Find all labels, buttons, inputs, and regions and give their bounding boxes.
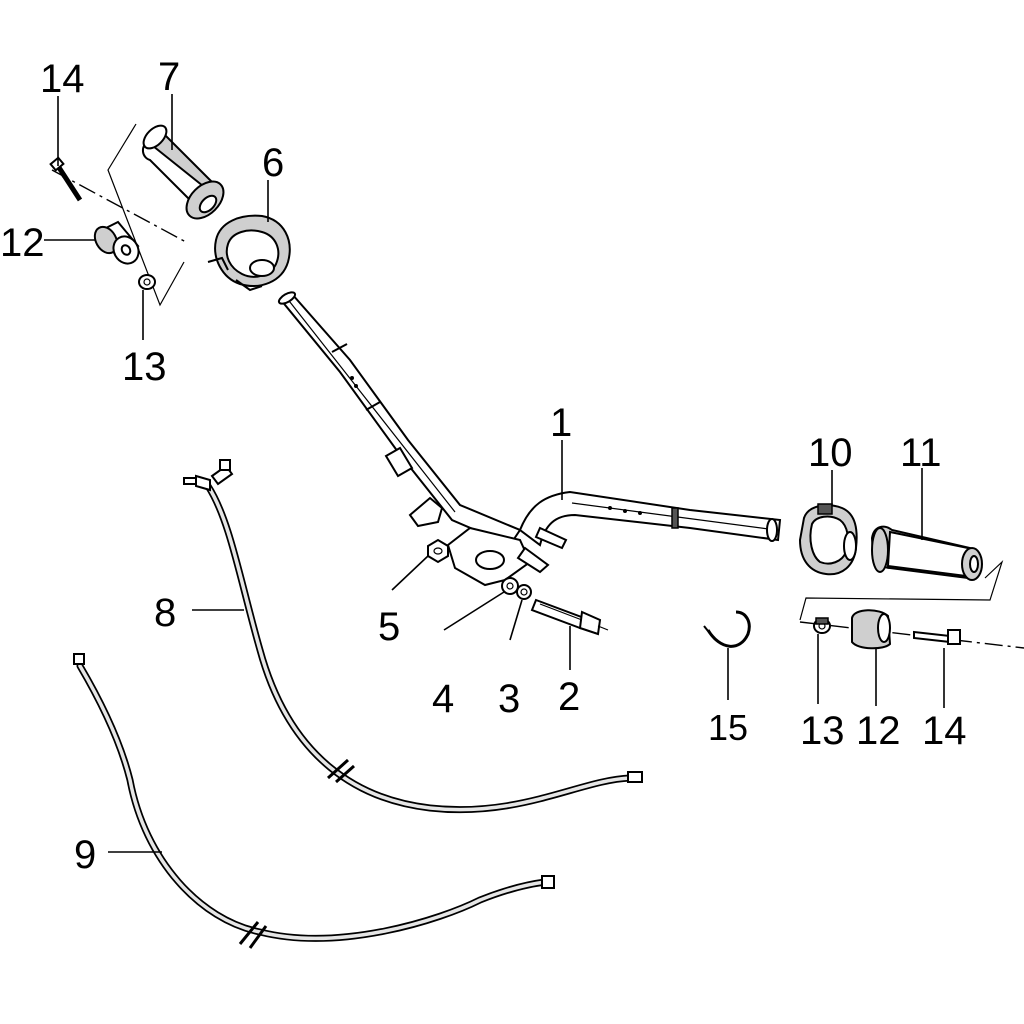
callout-15: 15	[708, 707, 748, 748]
main-bolt	[530, 598, 609, 636]
callout-13-left: 13	[122, 345, 167, 389]
leader-lines	[44, 94, 945, 853]
cable-clip	[706, 610, 751, 648]
right-bolt	[913, 629, 961, 645]
right-grip	[799, 525, 1004, 621]
callout-7: 7	[158, 55, 180, 99]
brake-cable-lower	[73, 653, 555, 949]
left-assembly-axis	[51, 123, 187, 307]
nut	[427, 538, 449, 564]
cable-clip-end	[703, 625, 713, 637]
callout-3: 3	[498, 677, 520, 721]
left-grip	[142, 124, 225, 220]
callout-11: 11	[900, 431, 942, 475]
washer-small	[516, 584, 532, 600]
callout-2: 2	[558, 675, 580, 719]
callout-10: 10	[808, 431, 853, 475]
brake-cable-upper	[183, 459, 643, 814]
left-spacer-washer	[138, 274, 156, 290]
left-switch-housing	[207, 214, 291, 292]
callout-4: 4	[432, 677, 454, 721]
callout-14-left: 14	[40, 57, 85, 101]
left-bolt	[49, 156, 83, 202]
callout-5: 5	[378, 605, 400, 649]
washer-large	[501, 577, 519, 595]
callout-13-right: 13	[800, 709, 845, 753]
right-switch-housing	[798, 503, 858, 576]
callout-1: 1	[550, 401, 572, 445]
right-spacer-washer	[813, 617, 831, 634]
right-assembly-axis	[799, 621, 1024, 649]
callout-12-right: 12	[856, 709, 901, 753]
callout-12-left: 12	[0, 221, 45, 265]
callout-8: 8	[154, 591, 176, 635]
left-bar-end-weight	[93, 220, 140, 265]
callout-9: 9	[74, 833, 96, 877]
callout-6: 6	[262, 141, 284, 185]
handlebar	[277, 291, 782, 587]
callout-14-right: 14	[922, 709, 967, 753]
right-bar-end-weight	[851, 609, 892, 650]
